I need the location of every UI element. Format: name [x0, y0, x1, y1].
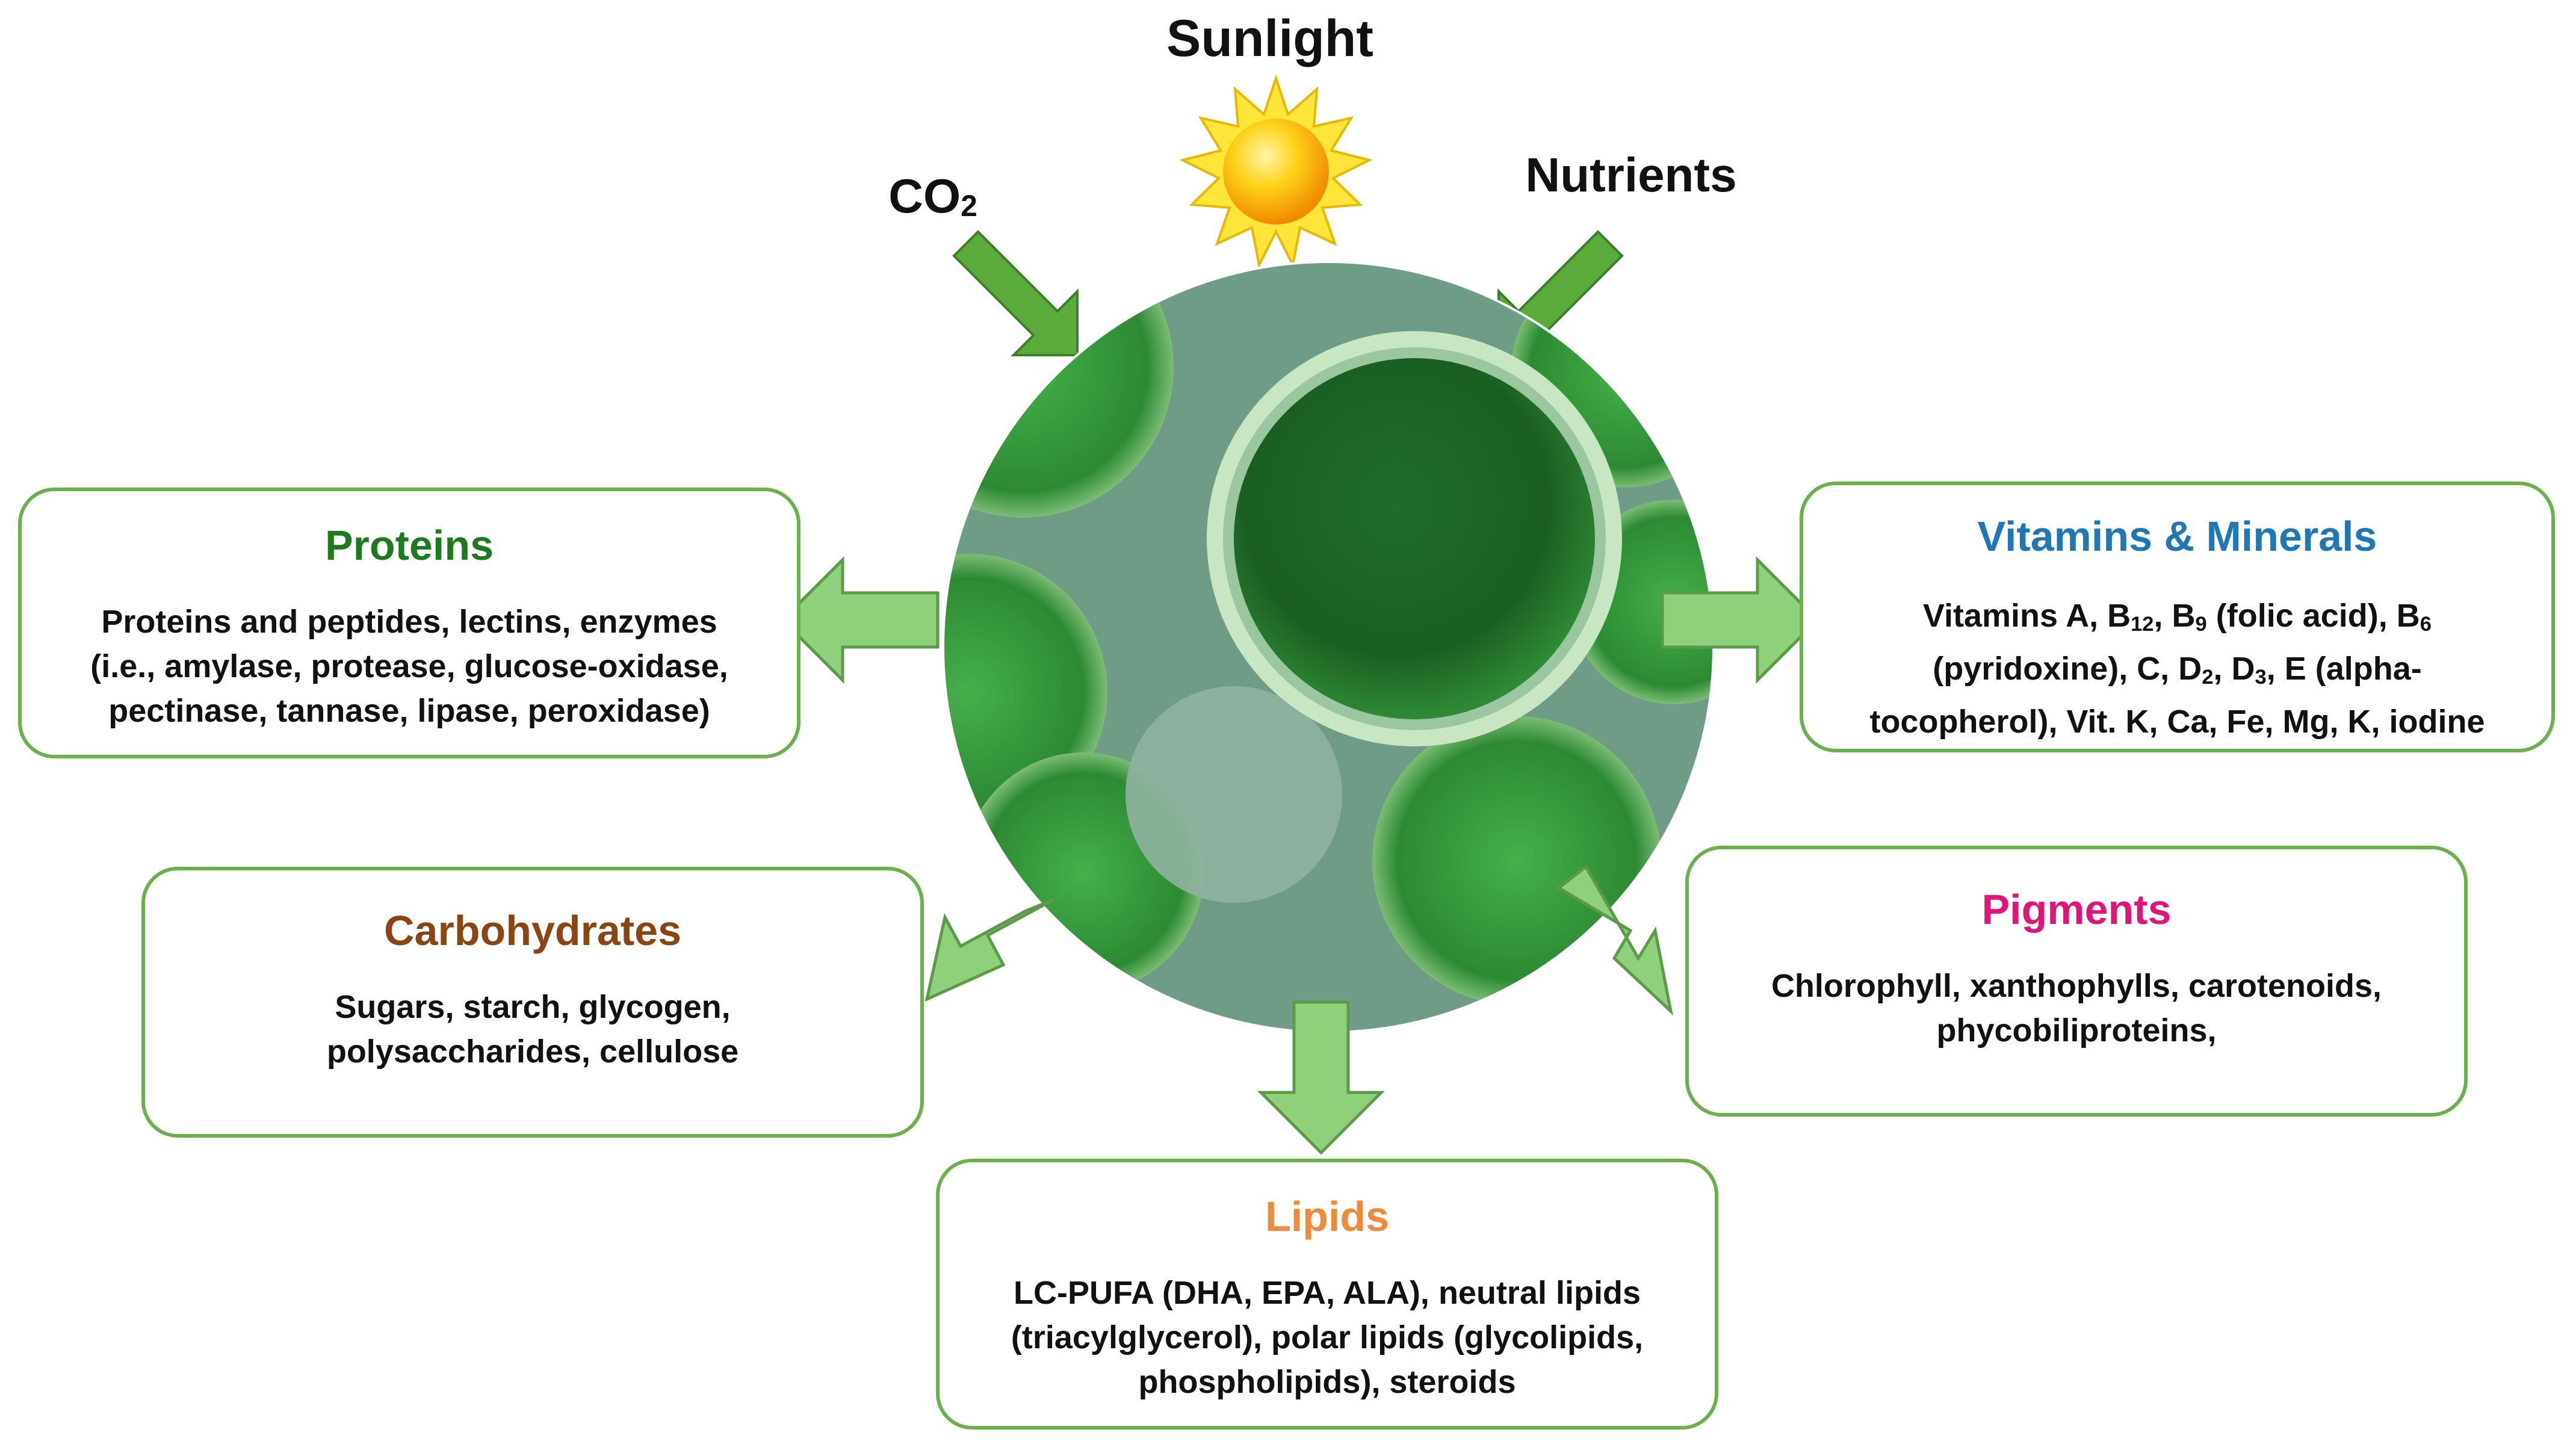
sun-icon — [1179, 74, 1373, 269]
text-line: Chlorophyll, xanthophylls, carotenoids, — [1771, 968, 2382, 1004]
vitamins-text: Vitamins A, B12, B9 (folic acid), B6 (pyr… — [1803, 593, 2551, 744]
text-line: Proteins and peptides, lectins, enzymes — [101, 604, 717, 640]
text-line: phospholipids), steroids — [1138, 1364, 1516, 1400]
text-line: polysaccharides, cellulose — [326, 1033, 739, 1070]
carbohydrates-arrow — [924, 898, 1054, 1002]
co2-arrow — [952, 230, 1079, 356]
nutrients-label: Nutrients — [1525, 148, 1737, 202]
text-line: phycobiliproteins, — [1936, 1012, 2217, 1049]
co2-label: CO2 — [888, 169, 977, 223]
carbohydrates-text: Sugars, starch, glycogen, polysaccharides… — [145, 985, 920, 1074]
text-line: pectinase, tannase, lipase, peroxidase) — [108, 693, 710, 729]
pigments-box: Pigments Chlorophyll, xanthophylls, caro… — [1685, 846, 2468, 1117]
lipids-title: Lipids — [1265, 1193, 1390, 1240]
proteins-arrow — [780, 556, 940, 684]
lipids-box: Lipids LC-PUFA (DHA, EPA, ALA), neutral … — [936, 1159, 1718, 1430]
text-line: LC-PUFA (DHA, EPA, ALA), neutral lipids — [1013, 1275, 1641, 1311]
proteins-box: Proteins Proteins and peptides, lectins,… — [18, 488, 800, 758]
proteins-text: Proteins and peptides, lectins, enzymes (… — [22, 600, 797, 733]
pigments-title: Pigments — [1981, 886, 2172, 933]
text-line: tocopherol), Vit. K, Ca, Fe, Mg, K, iodi… — [1869, 703, 2485, 740]
text-line: Vitamins A, B12, B9 (folic acid), B6 — [1922, 598, 2432, 636]
lipids-text: LC-PUFA (DHA, EPA, ALA), neutral lipids (… — [940, 1271, 1715, 1404]
pigments-text: Chlorophyll, xanthophylls, carotenoids, p… — [1689, 964, 2464, 1053]
proteins-title: Proteins — [324, 522, 494, 569]
vitamins-box: Vitamins & Minerals Vitamins A, B12, B9 … — [1800, 482, 2555, 752]
pigments-arrow — [1556, 864, 1673, 1016]
sunlight-label: Sunlight — [1166, 10, 1373, 67]
vitamins-arrow — [1661, 556, 1820, 684]
text-line: (i.e., amylase, protease, glucose-oxidas… — [90, 648, 728, 684]
vitamins-title: Vitamins & Minerals — [1977, 513, 2377, 560]
text-line: (pyridoxine), C, D2, D3, E (alpha- — [1933, 650, 2422, 689]
text-line: Sugars, starch, glycogen, — [335, 989, 731, 1025]
microalgae-cell-image — [943, 262, 1714, 1032]
lipids-arrow — [1257, 1000, 1386, 1155]
text-line: (triacylglycerol), polar lipids (glycoli… — [1011, 1319, 1644, 1356]
carbohydrates-title: Carbohydrates — [383, 907, 682, 954]
carbohydrates-box: Carbohydrates Sugars, starch, glycogen, p… — [141, 867, 924, 1138]
